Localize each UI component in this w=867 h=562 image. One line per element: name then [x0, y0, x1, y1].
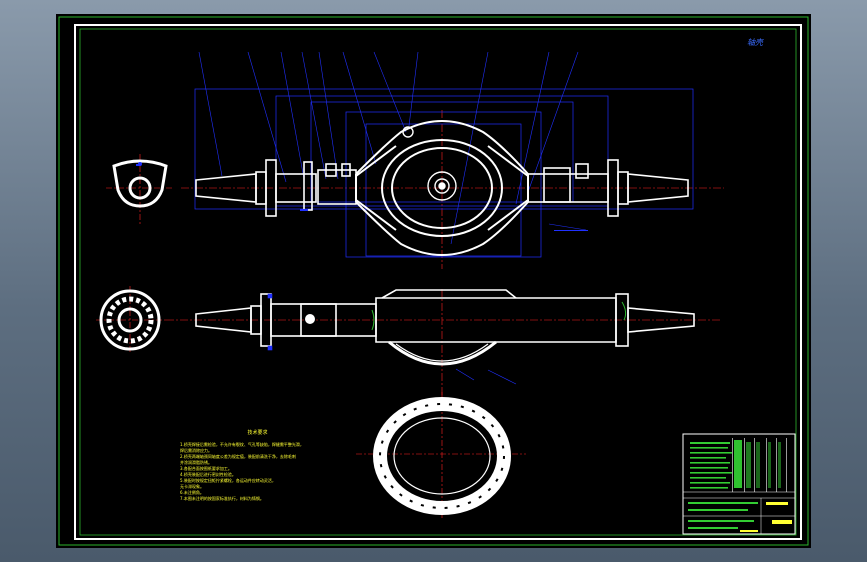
tech-note-line: 2.桥壳两端轴颈同轴度公差为规定值，装配前清洗干净，去除毛刺 — [180, 454, 296, 459]
tech-note-line: 4.桥壳装配后进行密封性检验。 — [180, 472, 236, 477]
tech-note-line: 焊后需消除应力。 — [180, 448, 212, 453]
front-section-view — [136, 51, 724, 269]
right-axle-tube — [527, 159, 689, 217]
housing-ring-view — [356, 392, 526, 520]
tech-note-line: 3.各配合面按图纸要求加工。 — [180, 466, 232, 471]
differential-hub — [402, 126, 457, 201]
technical-requirements: 技术要求 1.桥壳焊接后需检验，不允许有裂纹、气孔等缺陷，焊缝需平整光滑， 焊后… — [180, 430, 335, 502]
drawing-border — [74, 24, 802, 540]
bill-of-materials — [688, 440, 781, 529]
top-section-view — [166, 289, 721, 406]
top-bolt-hole — [305, 314, 315, 324]
left-axle-tube — [195, 159, 357, 217]
differential-bowl — [388, 340, 497, 366]
tech-note-line: 1.桥壳焊接后需检验，不允许有裂纹、气孔等缺陷，焊缝需平整光滑， — [180, 442, 304, 447]
drawing-canvas — [58, 16, 809, 546]
drawing-corner-tag: 轴壳 — [747, 38, 763, 47]
tech-note-line: 6.未注倒角。 — [180, 490, 204, 495]
bearing-end-view — [96, 286, 168, 354]
tech-note-line: 无卡滞现象。 — [180, 484, 204, 489]
title-block — [682, 433, 796, 535]
axle-end-view — [106, 154, 174, 226]
title-block-labels — [740, 502, 792, 532]
tech-notes-title: 技术要求 — [247, 430, 268, 436]
bom-grid — [732, 438, 787, 492]
tech-note-line: 7.本图未注明的按国家标准执行，材料为铸钢。 — [180, 496, 264, 501]
inner-frame-line — [79, 28, 797, 536]
tech-note-line: 并涂润滑脂防锈。 — [180, 460, 212, 465]
drawing-sheet: 轴壳 技术要求 1.桥壳焊接后需检验，不允许有裂纹、气孔等缺陷，焊缝需平整光滑，… — [56, 14, 811, 548]
dimension-marks-front — [136, 164, 588, 231]
tech-note-line: 5.装配时按规定扭矩拧紧螺栓，各运动件应转动灵活， — [180, 478, 276, 483]
top-axle-outline — [195, 289, 695, 347]
outer-frame-line — [58, 16, 809, 546]
leader-lines — [198, 51, 587, 245]
leader-boxes — [194, 88, 694, 258]
